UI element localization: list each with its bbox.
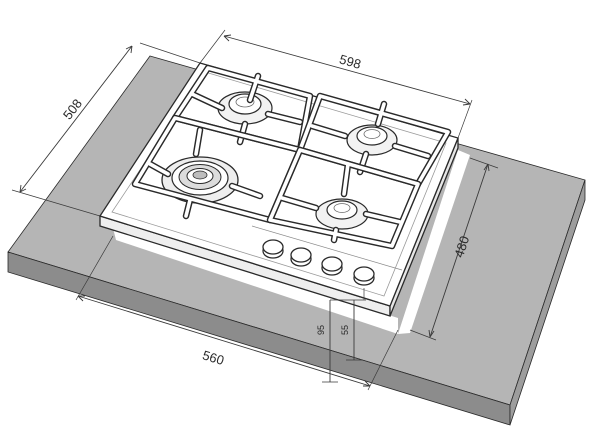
knobs — [262, 239, 375, 286]
cutout-height-label: 55 — [340, 325, 350, 335]
cutout-right-opening — [398, 150, 470, 334]
hob-height-label: 95 — [316, 325, 326, 335]
cutout-depth-label: 480 — [451, 234, 472, 259]
knob-icon — [290, 247, 312, 267]
knob-icon — [262, 239, 284, 259]
cutout-opening — [113, 228, 398, 334]
burner-icon — [217, 91, 273, 125]
dimension-lines — [11, 29, 499, 391]
burner-icon — [161, 156, 239, 204]
knob-panel-line — [251, 225, 403, 271]
knob-icon — [321, 256, 343, 276]
hob-width-label: 598 — [338, 51, 363, 71]
pan-support-icon — [131, 64, 452, 250]
burner-icon — [346, 124, 398, 156]
cutout-width-label: 560 — [201, 347, 226, 368]
countertop-side-face — [509, 179, 586, 426]
burner-icon — [315, 198, 369, 230]
knob-icon — [353, 266, 375, 286]
hob-depth-label: 508 — [60, 96, 85, 122]
burners — [161, 91, 398, 230]
